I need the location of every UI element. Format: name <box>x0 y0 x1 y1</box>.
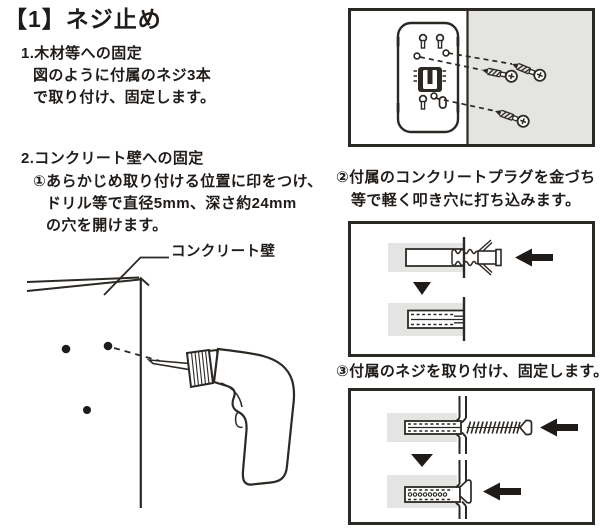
drill-wall-figure <box>26 256 296 508</box>
wood-mounting-figure <box>348 8 595 147</box>
concrete-step1-line3: の穴を開けます。 <box>46 217 168 234</box>
figure-border <box>348 388 595 525</box>
drill-icon <box>146 347 296 486</box>
push-arrow-icon <box>540 418 578 437</box>
page-title: 【1】ネジ止め <box>4 6 162 32</box>
drill-bit <box>146 358 190 371</box>
keyhole-slots-top <box>418 33 445 49</box>
figure-border <box>348 221 595 357</box>
drilling-axis-dashed-line <box>113 347 161 362</box>
mounting-plate <box>396 21 460 134</box>
down-arrow-icon <box>413 282 431 295</box>
push-arrow-icon <box>483 482 521 501</box>
push-arrow-icon <box>515 248 553 267</box>
concrete-step1-line2: ドリル等で直径5mm、深さ約24mm <box>46 195 297 212</box>
wood-section-line1: 図のように付属のネジ3本 <box>33 67 212 84</box>
concrete-wall-label: コンクリート壁 <box>171 244 276 260</box>
wood-section-heading: 1.木材等への固定 <box>21 45 143 62</box>
concrete-plug-icon <box>451 239 502 276</box>
plug-screw-icon <box>466 419 533 436</box>
concrete-step2-line1: ②付属のコンクリートプラグを金づち <box>336 169 596 186</box>
down-arrow-icon <box>411 454 433 467</box>
wall-surface-lines <box>455 396 467 454</box>
wall-corner-lines <box>26 256 169 508</box>
screw-head <box>459 479 472 504</box>
plug-wings <box>477 239 493 276</box>
concrete-step3-line1: ③付属のネジを取り付け、固定します。 <box>336 363 600 380</box>
plug-before-insert <box>388 237 553 278</box>
screw-hole <box>413 52 421 60</box>
screw-before-fasten <box>387 396 578 454</box>
screw-after-fasten <box>387 460 521 519</box>
drill-body <box>212 347 296 486</box>
screw-icon <box>512 62 547 82</box>
drill-position-marks <box>61 341 113 414</box>
concrete-step1-line1: ①あらかじめ取り付ける位置に印をつけ、 <box>33 173 323 190</box>
wood-section-line2: で取り付け、固定します。 <box>33 89 216 106</box>
label-leader-line <box>103 256 169 296</box>
concrete-step2-line2: 等で軽く叩き穴に打ち込みます。 <box>351 192 581 209</box>
keyhole-slots-bottom <box>418 92 447 110</box>
wall-surface <box>467 11 592 144</box>
screw-fasten-figure <box>348 388 595 525</box>
screw-head <box>518 419 533 436</box>
screw-icon <box>482 67 518 83</box>
concrete-section-heading: 2.コンクリート壁への固定 <box>21 150 204 167</box>
alignment-dashed-lines <box>419 52 513 112</box>
center-catch-cutout <box>413 67 446 92</box>
screw-icon <box>495 109 530 128</box>
drill-trigger <box>234 411 243 429</box>
plug-after-insert <box>388 297 466 341</box>
plug-insert-figure <box>348 221 595 357</box>
